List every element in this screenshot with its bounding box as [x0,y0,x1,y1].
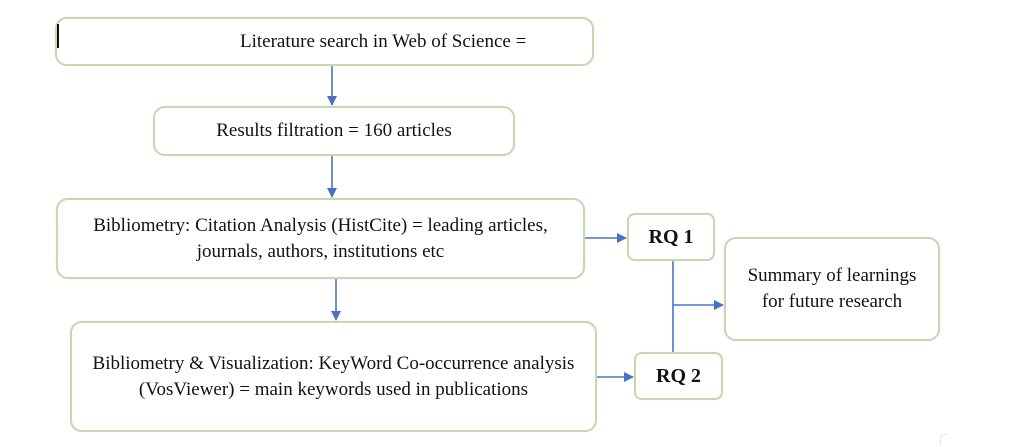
node-rq2-label: RQ 2 [656,365,701,387]
corner-mark [940,434,947,445]
node-keyword-analysis: Bibliometry & Visualization: KeyWord Co-… [70,321,597,432]
node-citation-analysis: Bibliometry: Citation Analysis (HistCite… [56,198,585,279]
node-summary: Summary of learnings for future research [724,237,940,341]
text-cursor [57,24,59,48]
node-results-filtration-label: Results filtration = 160 articles [216,120,452,141]
node-results-filtration: Results filtration = 160 articles [153,106,515,156]
node-rq2: RQ 2 [634,352,723,400]
node-literature-search: Literature search in Web of Science = [55,17,594,66]
node-citation-analysis-label: Bibliometry: Citation Analysis (HistCite… [93,214,548,262]
node-rq1: RQ 1 [627,213,715,261]
node-summary-label: Summary of learnings for future research [747,265,917,312]
node-rq1-label: RQ 1 [648,226,694,248]
node-literature-search-label: Literature search in Web of Science = [240,30,527,52]
node-keyword-analysis-label: Bibliometry & Visualization: KeyWord Co-… [92,352,575,400]
